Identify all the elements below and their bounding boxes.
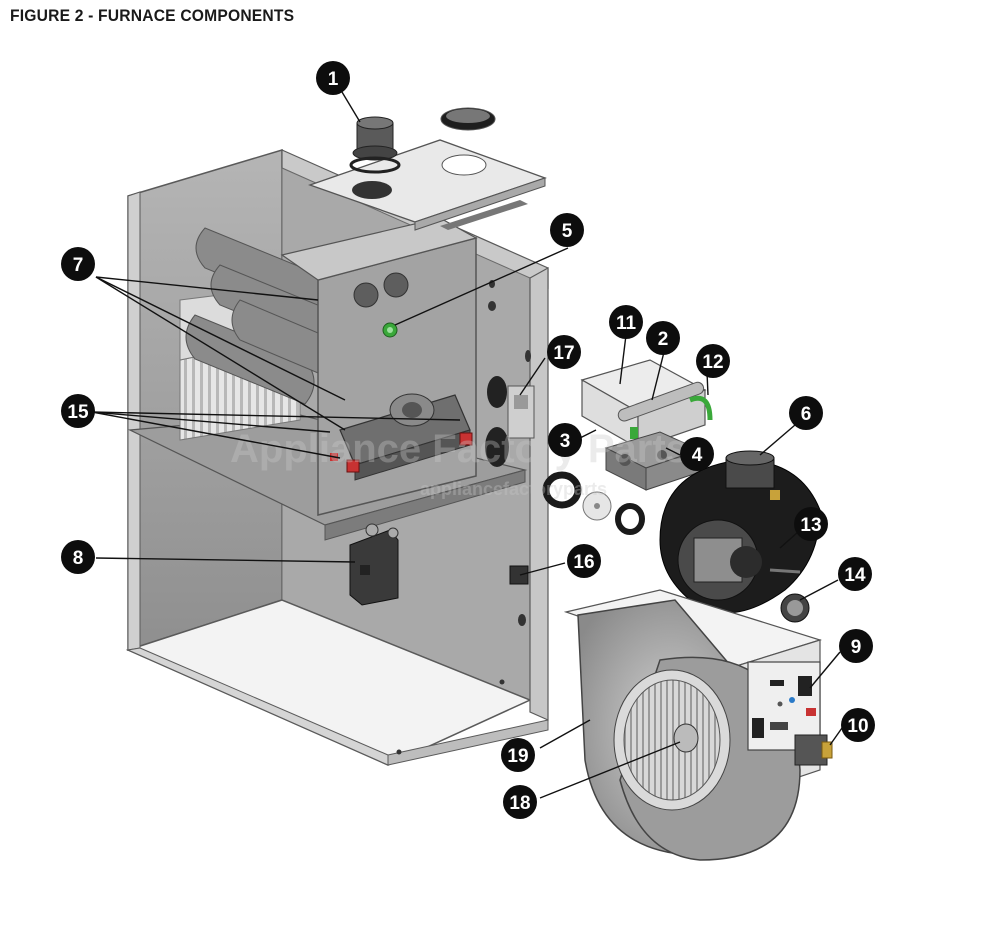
callout-7: 7 [61, 247, 95, 281]
pressure-switch [780, 593, 810, 623]
callout-11: 11 [609, 305, 643, 339]
figure-title: FIGURE 2 - FURNACE COMPONENTS [10, 6, 295, 25]
callout-14: 14 [838, 557, 872, 591]
burner-assembly [330, 393, 473, 481]
pressure-switch-bracket [507, 385, 535, 439]
callout-16: 16 [567, 544, 601, 578]
callout-8: 8 [61, 540, 95, 574]
callout-19: 19 [501, 738, 535, 772]
svg-text:19: 19 [507, 746, 528, 767]
svg-text:17: 17 [553, 343, 574, 364]
svg-text:2: 2 [658, 329, 669, 350]
svg-text:6: 6 [801, 404, 812, 425]
top-vent-panel [308, 107, 547, 231]
callout-9: 9 [839, 629, 873, 663]
callout-13: 13 [794, 507, 828, 541]
callout-1: 1 [316, 61, 350, 95]
svg-text:9: 9 [851, 637, 862, 658]
watermark: Appliance Factory Parts appliancefactory… [230, 427, 688, 499]
callout-bubbles: 1 2 3 4 5 6 7 8 9 10 11 12 13 14 15 16 1… [61, 61, 875, 819]
svg-text:5: 5 [562, 221, 573, 242]
callout-3: 3 [548, 423, 582, 457]
svg-text:16: 16 [573, 552, 594, 573]
svg-text:7: 7 [73, 255, 84, 276]
svg-text:4: 4 [692, 445, 703, 466]
svg-text:8: 8 [73, 548, 84, 569]
callout-12: 12 [696, 344, 730, 378]
callout-17: 17 [547, 335, 581, 369]
blower-transformer [794, 734, 833, 766]
svg-text:13: 13 [800, 515, 821, 536]
watermark-line1: Appliance Factory Parts [230, 427, 688, 471]
transformer-in-cabinet [349, 523, 399, 606]
vent-pipe [349, 116, 401, 174]
callout-10: 10 [841, 708, 875, 742]
control-board [747, 661, 821, 751]
inducer-blower [659, 450, 821, 625]
watermark-line2: appliancefactoryparts [420, 479, 607, 499]
callout-6: 6 [789, 396, 823, 430]
callout-15: 15 [61, 394, 95, 428]
svg-text:3: 3 [560, 431, 571, 452]
callout-5: 5 [550, 213, 584, 247]
callout-4: 4 [680, 437, 714, 471]
door-switch [509, 565, 529, 585]
svg-text:10: 10 [847, 716, 868, 737]
callout-2: 2 [646, 321, 680, 355]
svg-text:11: 11 [616, 313, 637, 334]
svg-text:14: 14 [844, 565, 866, 586]
callout-18: 18 [503, 785, 537, 819]
svg-text:12: 12 [702, 352, 723, 373]
leader-lines [91, 91, 843, 799]
svg-text:18: 18 [509, 793, 530, 814]
svg-text:1: 1 [328, 69, 339, 90]
svg-text:15: 15 [67, 402, 89, 423]
gaskets [542, 471, 645, 535]
